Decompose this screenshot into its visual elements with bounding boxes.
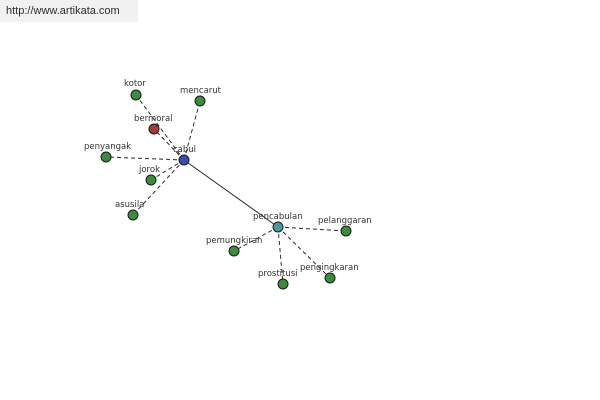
graph-nodes [100,89,352,290]
node-pelanggaran[interactable] [340,225,352,237]
node-label-pelanggaran: pelanggaran [318,216,372,226]
node-pemungkiran[interactable] [228,245,240,257]
node-label-prostitusi: prostitusi [258,269,298,279]
edge-pencabulan-pemungkiran [233,226,279,252]
node-label-penyangak: penyangak [84,142,131,152]
node-prostitusi[interactable] [277,278,289,290]
node-label-cabul: cabul [173,145,196,155]
node-cabul[interactable] [178,154,190,166]
node-label-mencarut: mencarut [180,86,222,96]
node-label-pengingkaran: pengingkaran [300,263,359,273]
edge-cabul-penyangak [105,156,185,161]
edge-pencabulan-prostitusi [277,226,284,285]
graph-labels: kotor mencarut bermoral penyangak cabul jorok… [84,79,372,279]
node-label-asusila: asusila [115,200,144,210]
edge-cabul-bermoral [153,128,185,161]
edge-cabul-pencabulan [183,159,279,228]
node-label-kotor: kotor [124,79,146,89]
node-label-pemungkiran: pemungkiran [206,236,262,246]
node-mencarut[interactable] [194,95,206,107]
node-kotor[interactable] [130,89,142,101]
graph-edges [105,94,347,285]
node-label-jorok: jorok [138,165,160,175]
edge-cabul-mencarut [183,100,201,161]
node-label-pencabulan: pencabulan [253,212,303,222]
edge-cabul-asusila [132,159,185,216]
node-bermoral[interactable] [148,123,160,135]
node-pencabulan[interactable] [272,221,284,233]
edge-pencabulan-pelanggaran [277,226,347,232]
node-penyangak[interactable] [100,151,112,163]
node-pengingkaran[interactable] [324,272,336,284]
site-url-watermark: http://www.artikata.com [0,0,138,22]
node-jorok[interactable] [145,174,157,186]
node-label-bermoral: bermoral [134,114,173,124]
node-asusila[interactable] [127,209,139,221]
edge-pencabulan-pengingkaran [277,226,331,279]
